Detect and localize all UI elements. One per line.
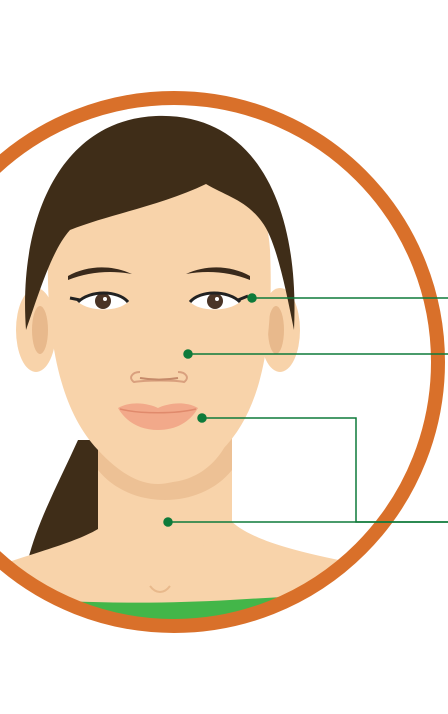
ear-left-inner (32, 306, 48, 354)
ear-right-inner (268, 306, 284, 354)
